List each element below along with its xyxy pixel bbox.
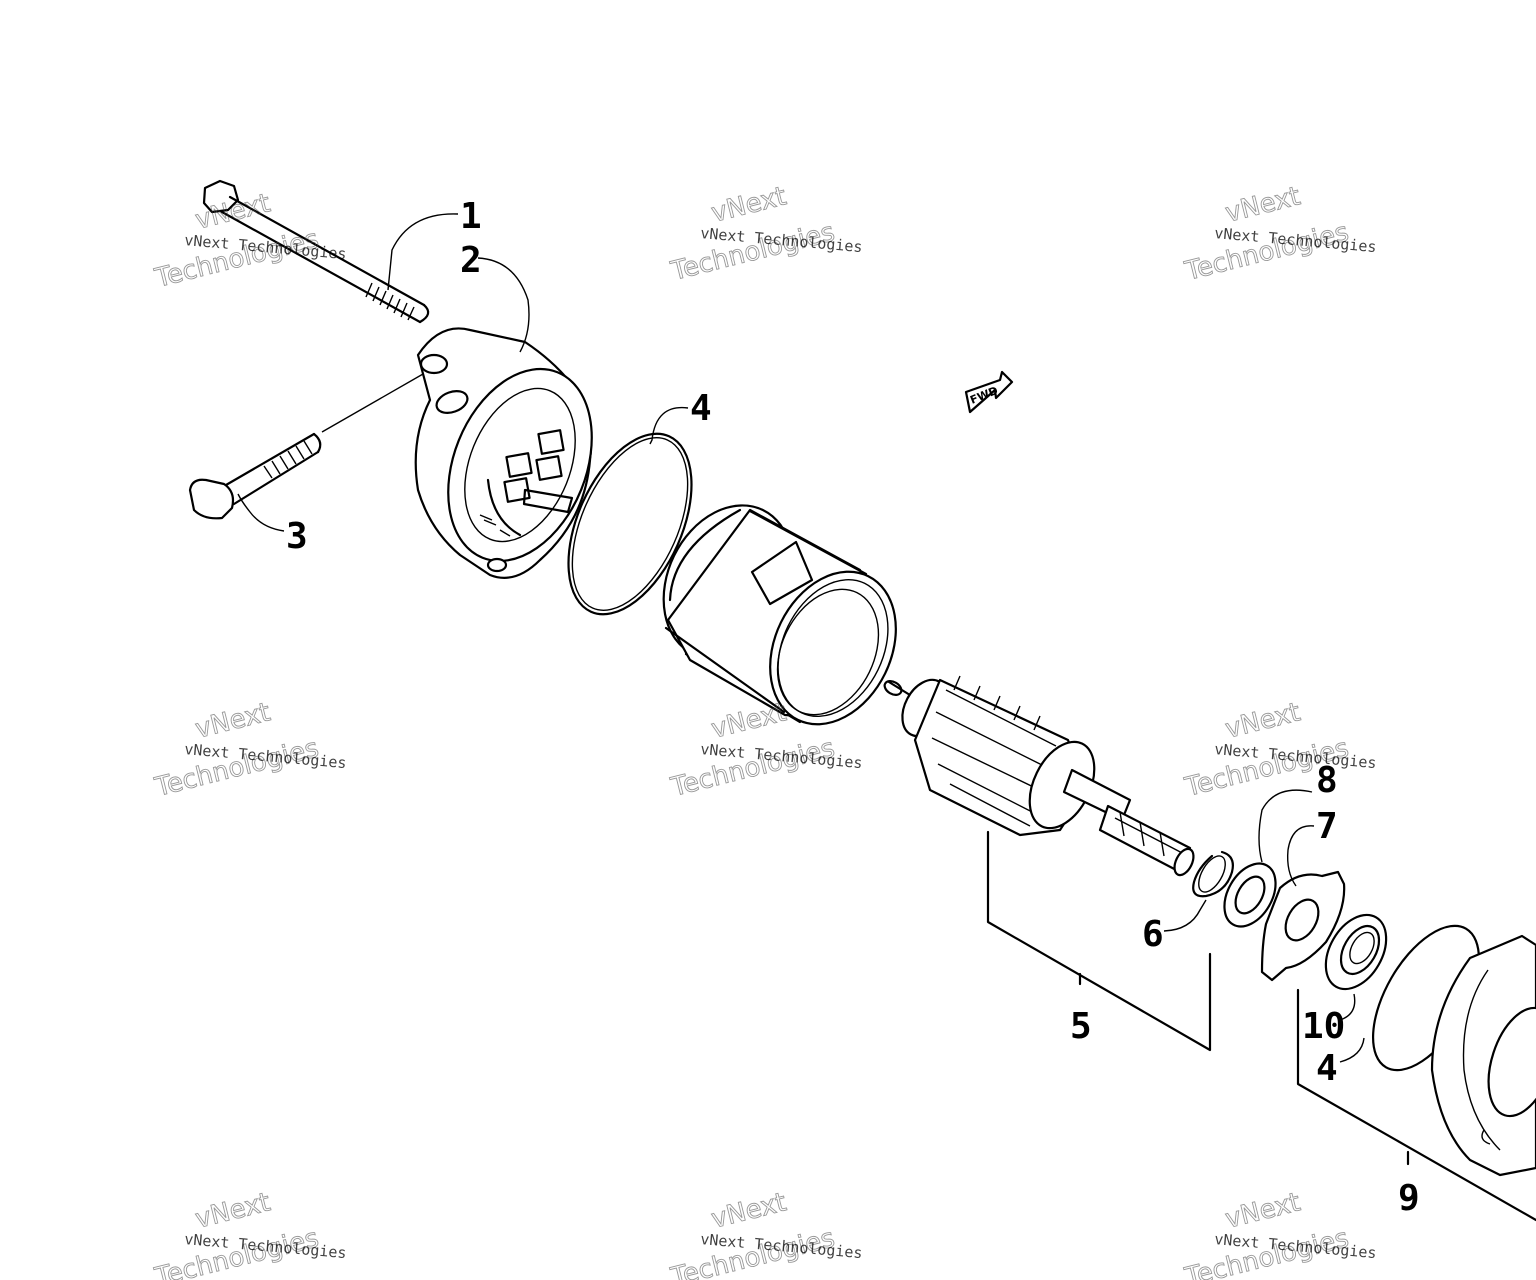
watermark: vNext Technologies vNext Technologies xyxy=(151,697,347,804)
part-washer xyxy=(1223,862,1277,928)
svg-text:vNext: vNext xyxy=(708,697,789,744)
watermark: vNext Technologies vNext Technologies xyxy=(151,1187,347,1280)
callout-7: 7 xyxy=(1316,806,1338,847)
part-yoke-housing xyxy=(662,504,897,726)
watermark: vNext Technologies vNext Technologies xyxy=(151,188,347,295)
watermark: vNext Technologies vNext Technologies xyxy=(1181,181,1377,288)
part-snap-ring xyxy=(1192,850,1234,898)
callout-3: 3 xyxy=(286,516,308,557)
svg-text:vNext: vNext xyxy=(1222,1187,1303,1234)
svg-text:vNext: vNext xyxy=(708,1187,789,1234)
callout-1: 1 xyxy=(460,196,482,237)
callout-8: 8 xyxy=(1316,760,1338,801)
watermark-group: vNext Technologies vNext Technologies vN… xyxy=(151,181,1377,1280)
leader-lines xyxy=(237,213,1536,1222)
part-front-bracket xyxy=(1430,934,1536,1177)
svg-text:vNext: vNext xyxy=(192,697,273,744)
watermark: vNext Technologies vNext Technologies xyxy=(667,1187,863,1280)
svg-text:vNext: vNext xyxy=(192,1187,273,1234)
watermark: vNext Technologies vNext Technologies xyxy=(1181,697,1377,804)
svg-text:vNext: vNext xyxy=(1222,697,1303,744)
part-armature xyxy=(883,675,1195,877)
svg-text:vNext: vNext xyxy=(1222,181,1303,228)
fwd-arrow-icon: FWD xyxy=(964,370,1014,414)
part-o-ring xyxy=(567,432,693,616)
part-o-ring-inner xyxy=(571,437,689,611)
svg-text:vNext: vNext xyxy=(708,181,789,228)
part-end-cover xyxy=(414,327,593,579)
part-oil-seal xyxy=(1324,913,1388,991)
callout-2: 2 xyxy=(460,240,482,281)
fwd-label: FWD xyxy=(968,384,1000,407)
callout-10: 10 xyxy=(1302,1006,1345,1047)
watermark: vNext Technologies vNext Technologies xyxy=(667,181,863,288)
callout-5: 5 xyxy=(1070,1006,1092,1047)
part-short-bolt xyxy=(188,369,431,520)
callout-9: 9 xyxy=(1398,1178,1420,1219)
part-long-bolt xyxy=(202,179,430,324)
callout-4a: 4 xyxy=(690,388,712,429)
callout-6: 6 xyxy=(1142,914,1164,955)
part-lock-washer xyxy=(1260,870,1346,982)
callout-numbers: 1 2 3 4 5 6 8 7 10 4 9 xyxy=(286,196,1420,1219)
watermark: vNext Technologies vNext Technologies xyxy=(1181,1187,1377,1280)
callout-4b: 4 xyxy=(1316,1048,1338,1089)
